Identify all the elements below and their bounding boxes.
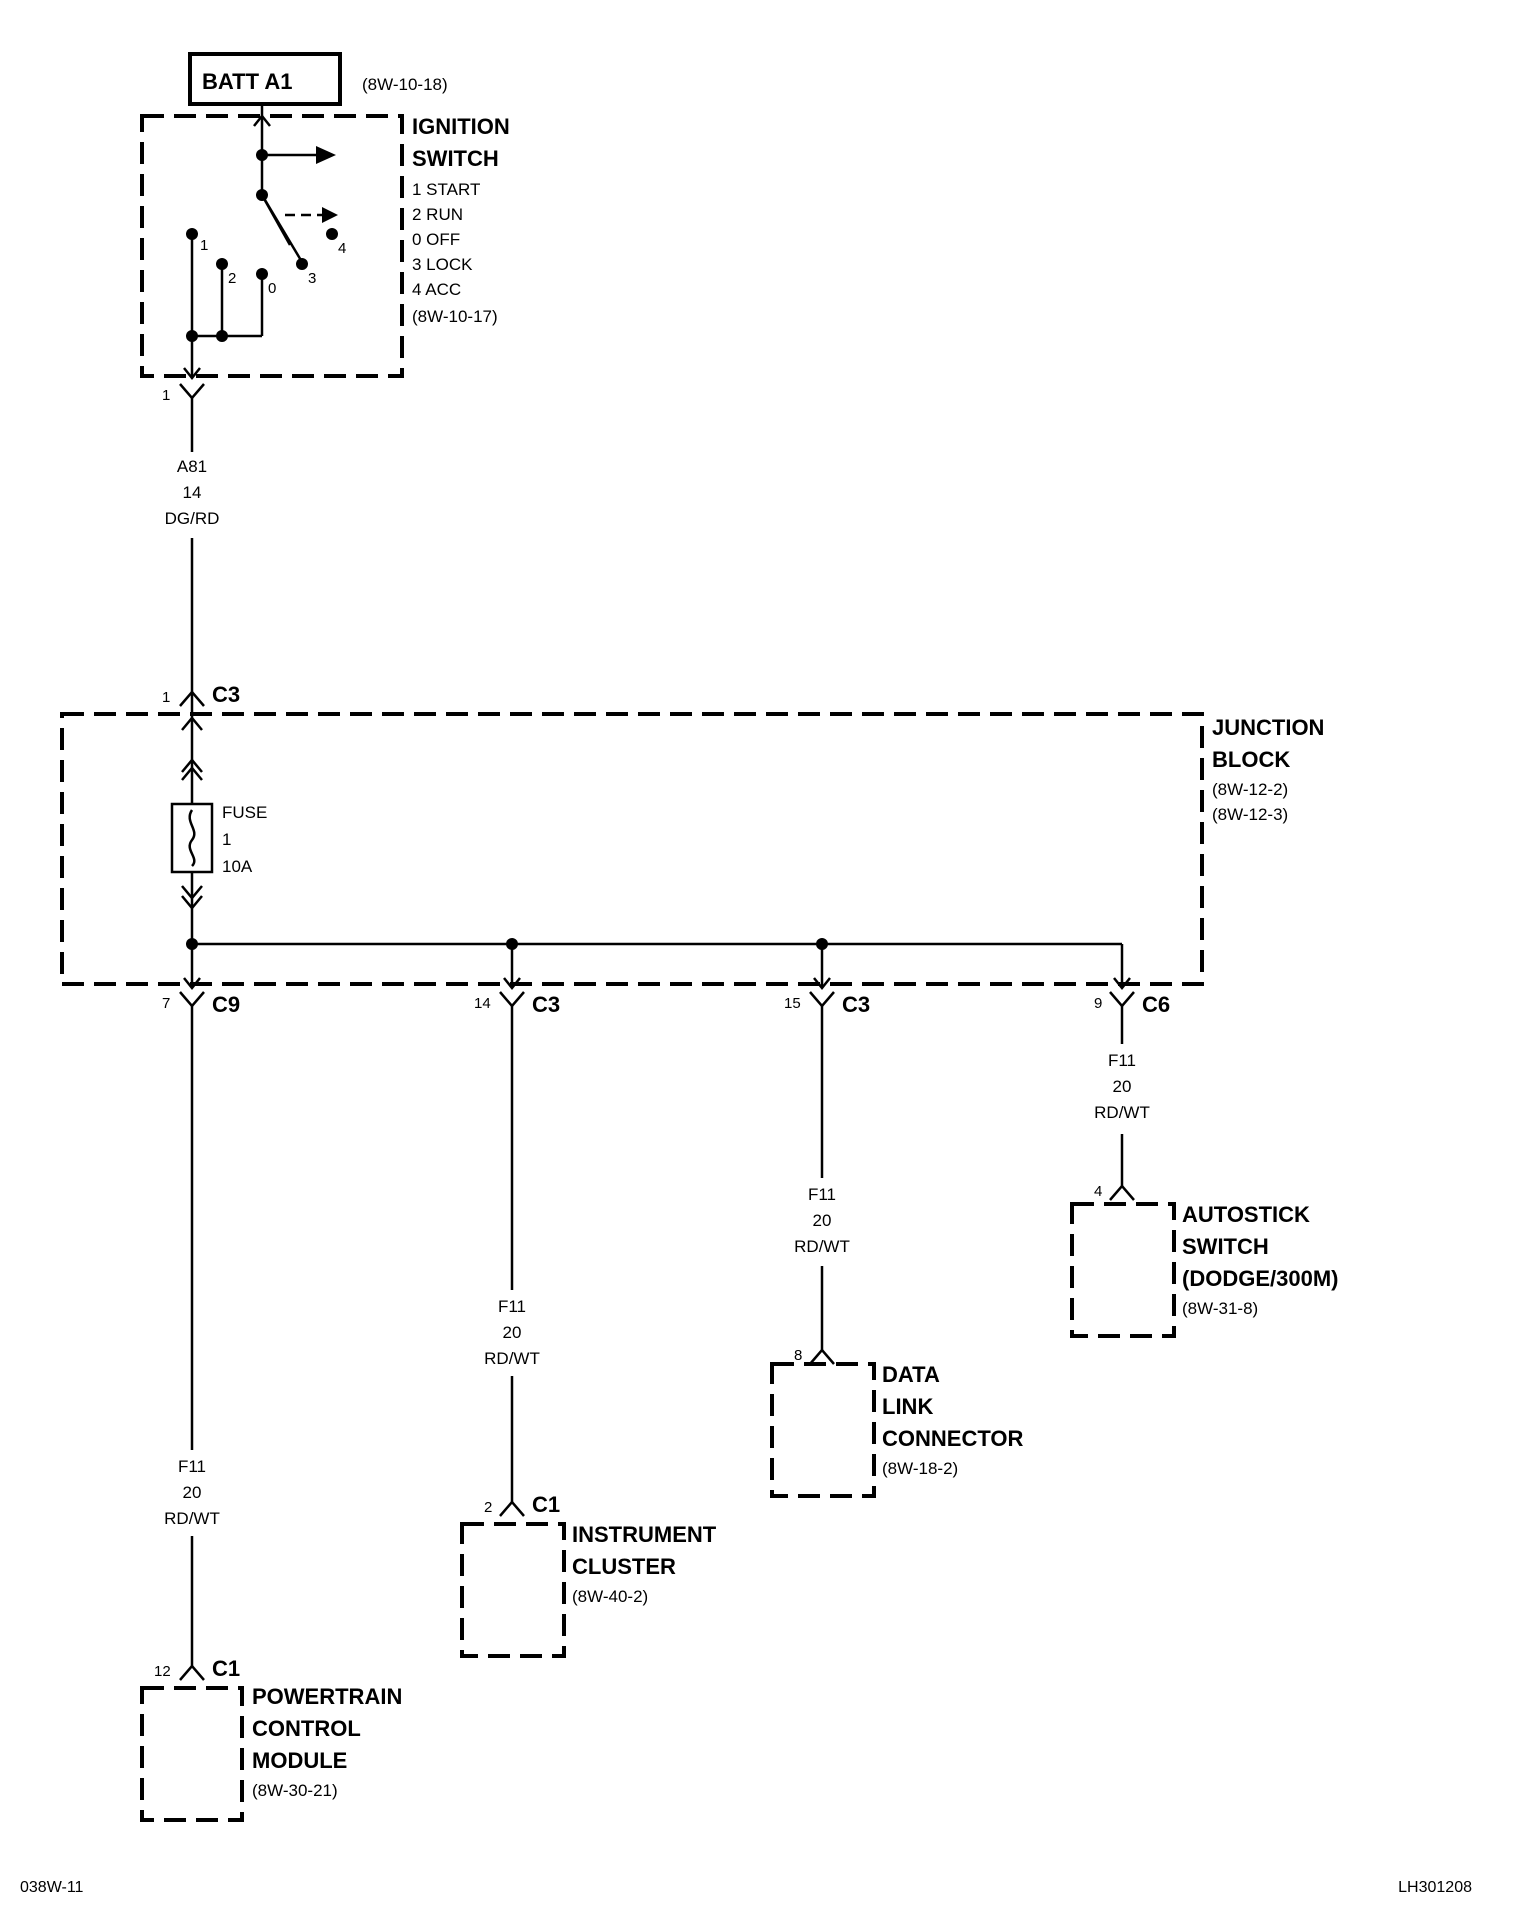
junction-block-ref-2: (8W-12-3) <box>1212 805 1288 824</box>
autostick-title-3: (DODGE/300M) <box>1182 1266 1338 1291</box>
pcm-ref: (8W-30-21) <box>252 1781 338 1800</box>
jb-output-label-c9: C9 <box>212 992 240 1017</box>
dlc-ref: (8W-18-2) <box>882 1459 958 1478</box>
junction-block-title-1: JUNCTION <box>1212 715 1324 740</box>
fuse-number: 1 <box>222 830 231 849</box>
contact-0-label: 0 <box>268 280 276 297</box>
position-acc: 4 ACC <box>412 280 461 299</box>
pcm-pin: 12 <box>154 1663 171 1680</box>
ignition-switch: 1 2 0 3 4 IGNITION SWITCH 1 START 2 RUN … <box>140 104 510 381</box>
footer-left-code: 038W-11 <box>20 1879 84 1896</box>
dlc-title-1: DATA <box>882 1362 940 1387</box>
cluster-connector-label: C1 <box>532 1492 560 1517</box>
battery-label: BATT A1 <box>202 69 292 94</box>
battery-box <box>188 52 342 106</box>
wire-f11-autostick-gauge: 20 <box>1113 1077 1132 1096</box>
ignition-switch-title-2: SWITCH <box>412 146 499 171</box>
position-run: 2 RUN <box>412 205 463 224</box>
autostick-box <box>1070 1202 1176 1338</box>
cluster-title-1: INSTRUMENT <box>572 1522 717 1547</box>
jb-output-connector-c3-14 <box>499 991 525 1008</box>
autostick-pin: 4 <box>1094 1183 1102 1200</box>
wire-f11-autostick-circuit: F11 <box>1108 1051 1136 1070</box>
jb-output-pin-7: 7 <box>162 995 170 1012</box>
jb-output-connector-c6 <box>1109 991 1135 1008</box>
position-off: 0 OFF <box>412 230 460 249</box>
cluster-ref: (8W-40-2) <box>572 1587 648 1606</box>
ignition-switch-box <box>140 114 404 378</box>
wire-f11-cluster-gauge: 20 <box>503 1323 522 1342</box>
autostick-title-2: SWITCH <box>1182 1234 1269 1259</box>
jb-output-label-c3-14: C3 <box>532 992 560 1017</box>
autostick-ref: (8W-31-8) <box>1182 1299 1258 1318</box>
autostick-connector <box>1109 1184 1135 1201</box>
wire-f11-pcm-color: RD/WT <box>164 1509 220 1528</box>
dlc-title-2: LINK <box>882 1394 933 1419</box>
jb-input-pin: 1 <box>162 689 170 706</box>
pcm-title-2: CONTROL <box>252 1716 361 1741</box>
wire-a81-circuit: A81 <box>177 457 207 476</box>
jb-output-pin-15: 15 <box>784 995 801 1012</box>
jb-output-connector-c3-15 <box>809 991 835 1008</box>
jb-output-label-c6: C6 <box>1142 992 1170 1017</box>
pcm-title-1: POWERTRAIN <box>252 1684 402 1709</box>
pcm-connector-label: C1 <box>212 1656 240 1681</box>
footer-right-code: LH301208 <box>1398 1879 1472 1896</box>
dlc-title-3: CONNECTOR <box>882 1426 1023 1451</box>
jb-output-label-c3-15: C3 <box>842 992 870 1017</box>
jb-output-connector-c9 <box>179 991 205 1008</box>
fuse-rating: 10A <box>222 857 253 876</box>
dlc-box <box>770 1362 876 1498</box>
battery-ref: (8W-10-18) <box>362 75 448 94</box>
dlc-connector <box>809 1348 835 1365</box>
contact-3-label: 3 <box>308 270 316 287</box>
contact-2-label: 2 <box>228 270 236 287</box>
cluster-box <box>460 1522 566 1658</box>
wire-a81-gauge: 14 <box>183 483 202 502</box>
cluster-pin: 2 <box>484 1499 492 1516</box>
dlc-pin: 8 <box>794 1347 802 1364</box>
ignition-switch-title-1: IGNITION <box>412 114 510 139</box>
position-start: 1 START <box>412 180 480 199</box>
wire-f11-dlc-color: RD/WT <box>794 1237 850 1256</box>
ignition-output-connector <box>179 383 205 400</box>
wire-f11-pcm-circuit: F11 <box>178 1457 206 1476</box>
wire-f11-cluster-circuit: F11 <box>498 1297 526 1316</box>
pcm-title-3: MODULE <box>252 1748 347 1773</box>
wire-f11-pcm-gauge: 20 <box>183 1483 202 1502</box>
fuse-label: FUSE <box>222 803 267 822</box>
contact-1-label: 1 <box>200 237 208 254</box>
autostick-title-1: AUTOSTICK <box>1182 1202 1310 1227</box>
jb-input-connector-label: C3 <box>212 682 240 707</box>
cluster-connector <box>499 1500 525 1517</box>
wire-f11-cluster-color: RD/WT <box>484 1349 540 1368</box>
pcm-box <box>140 1686 244 1822</box>
junction-block-title-2: BLOCK <box>1212 747 1290 772</box>
jb-output-pin-14: 14 <box>474 995 491 1012</box>
wire-f11-dlc-gauge: 20 <box>813 1211 832 1230</box>
cluster-title-2: CLUSTER <box>572 1554 676 1579</box>
jb-output-pin-9: 9 <box>1094 995 1102 1012</box>
wire-a81-color: DG/RD <box>165 509 220 528</box>
junction-block-ref-1: (8W-12-2) <box>1212 780 1288 799</box>
contact-4-label: 4 <box>338 240 346 257</box>
pcm-connector <box>179 1664 205 1681</box>
position-lock: 3 LOCK <box>412 255 473 274</box>
ignition-switch-ref: (8W-10-17) <box>412 307 498 326</box>
junction-block: 1 C3 FUSE 1 10A JUNCTION BLOCK (8W-12-2)… <box>60 682 1324 991</box>
wire-f11-autostick-color: RD/WT <box>1094 1103 1150 1122</box>
ignition-output-pin: 1 <box>162 387 170 404</box>
wire-f11-dlc-circuit: F11 <box>808 1185 836 1204</box>
